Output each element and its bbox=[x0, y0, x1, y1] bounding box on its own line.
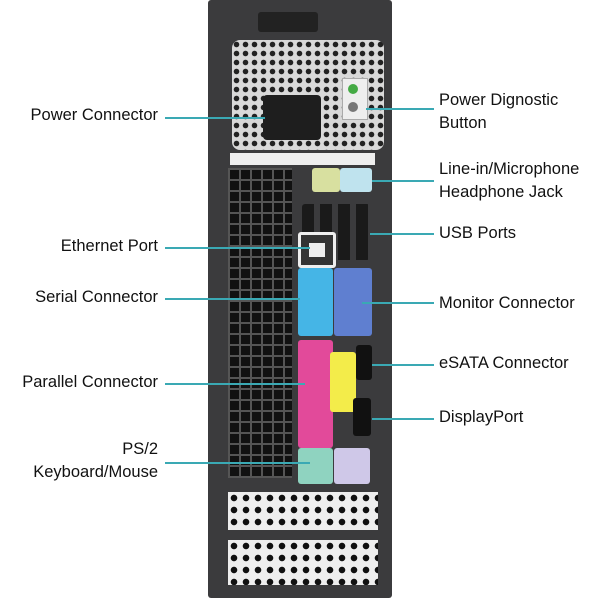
headphone-jack bbox=[340, 168, 372, 192]
leader-line-power-diagnostic bbox=[366, 108, 434, 110]
esata-port bbox=[356, 345, 372, 380]
label-line-in-line2: Headphone Jack bbox=[439, 183, 563, 201]
displayport-port bbox=[353, 398, 371, 436]
ps2-mouse-port bbox=[334, 448, 370, 484]
parallel-connector bbox=[298, 340, 333, 448]
label-line-in-line1: Line-in/Microphone bbox=[439, 160, 580, 178]
leader-line-serial bbox=[165, 298, 300, 300]
leader-line-displayport bbox=[372, 418, 434, 420]
leader-line-ethernet bbox=[165, 247, 310, 249]
leader-line-usb bbox=[370, 233, 434, 235]
barcode-sticker bbox=[330, 352, 356, 412]
power-socket bbox=[263, 95, 321, 140]
label-parallel: Parallel Connector bbox=[22, 373, 158, 391]
expansion-slot-1 bbox=[228, 492, 378, 530]
label-esata: eSATA Connector bbox=[439, 354, 569, 372]
label-displayport: DisplayPort bbox=[439, 408, 524, 426]
service-tag-strip bbox=[230, 153, 375, 165]
label-ps2-line2: Keyboard/Mouse bbox=[33, 463, 158, 481]
leader-line-monitor bbox=[362, 302, 434, 304]
label-ethernet: Ethernet Port bbox=[60, 237, 158, 255]
label-monitor: Monitor Connector bbox=[439, 294, 575, 312]
diagnostic-button bbox=[348, 102, 358, 112]
line-in-jack bbox=[312, 168, 340, 192]
leader-line-ps2 bbox=[165, 462, 310, 464]
serial-connector bbox=[298, 268, 333, 336]
leader-line-line-in bbox=[372, 180, 434, 182]
leader-line-parallel bbox=[165, 383, 305, 385]
expansion-slot-2 bbox=[228, 540, 378, 585]
label-power-diagnostic-line1: Power Dignostic bbox=[439, 91, 559, 109]
label-power-connector: Power Connector bbox=[30, 106, 158, 124]
leader-line-power-connector bbox=[165, 117, 265, 119]
label-usb: USB Ports bbox=[439, 224, 517, 242]
vent-grid bbox=[228, 168, 292, 478]
label-ps2-line1: PS/2 bbox=[122, 440, 158, 458]
label-power-diagnostic-line2: Button bbox=[439, 114, 487, 132]
ps2-keyboard-port bbox=[298, 448, 333, 484]
top-handle bbox=[258, 12, 318, 32]
diagnostic-led bbox=[348, 84, 358, 94]
label-serial: Serial Connector bbox=[35, 288, 158, 306]
ethernet-port bbox=[298, 232, 336, 268]
leader-line-esata bbox=[372, 364, 434, 366]
